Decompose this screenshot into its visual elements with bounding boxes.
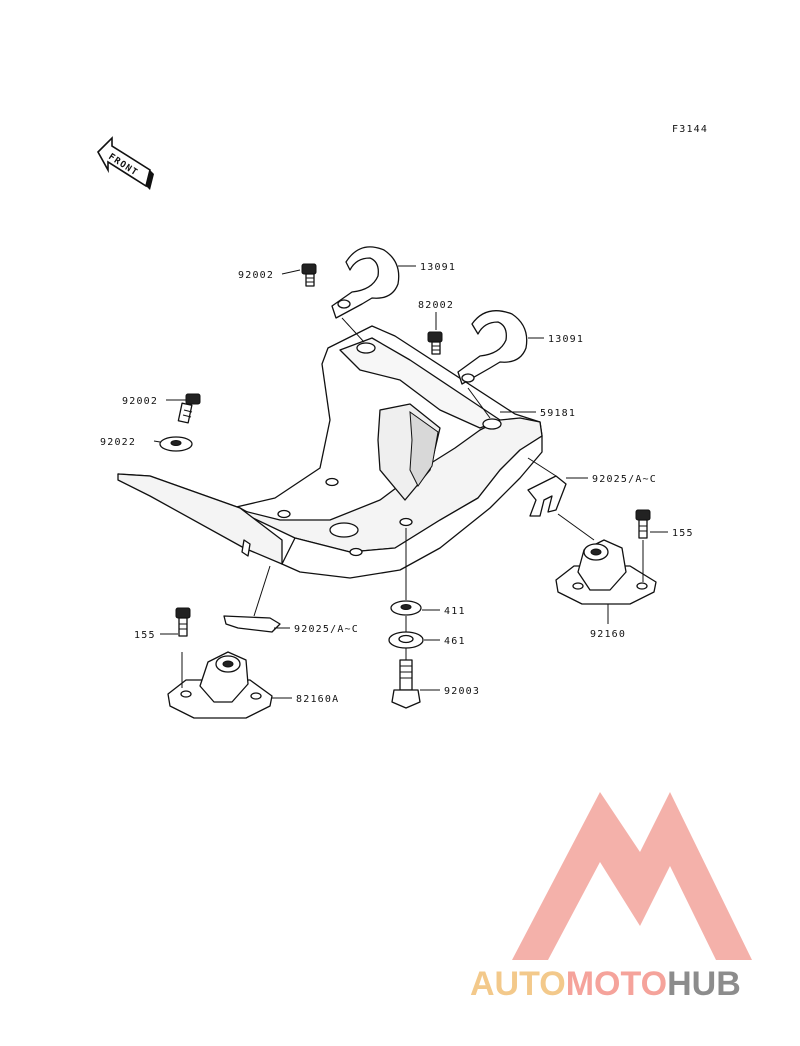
front-arrow-icon: FRONT: [97, 136, 154, 190]
figure-code: F3144: [672, 124, 708, 135]
bolt-92003: [391, 659, 421, 709]
label-bolt-155-left: 155: [134, 630, 156, 641]
mount-92160-right: [555, 539, 657, 605]
collar-411: [390, 600, 422, 616]
watermark-auto: AUTO: [470, 965, 566, 1003]
label-bolt-92002-left: 92002: [122, 396, 158, 407]
label-clamp-13091-left: 13091: [420, 262, 456, 273]
bolt-82002-clamp: [427, 331, 443, 355]
label-bolt-92002-clamp: 92002: [238, 270, 274, 281]
watermark-hub: HUB: [667, 965, 741, 1003]
part-labels: 13091 92002 82002 13091 59181 92002 9202…: [100, 262, 694, 705]
washer-461: [388, 631, 424, 649]
label-mount-92160-right: 92160: [590, 629, 626, 640]
clamp-13091-left: [331, 246, 400, 319]
label-bolt-92003: 92003: [444, 686, 480, 697]
clamp-13091-right: [457, 310, 528, 385]
label-bolt-82002-clamp: 82002: [418, 300, 454, 311]
label-washer-92022: 92022: [100, 437, 136, 448]
label-washer-461: 461: [444, 636, 466, 647]
watermark-logo-icon: [512, 792, 752, 960]
label-clip-92025-left: 92025/A~C: [294, 624, 359, 635]
bolt-92002-clamp: [301, 263, 317, 287]
svg-text:AUTOMOTOHUB: AUTOMOTOHUB: [470, 965, 741, 1003]
bolt-92002-left: [177, 393, 201, 424]
bracket-59181: [117, 325, 543, 579]
label-mount-82160a-left: 82160A: [296, 694, 339, 705]
bolt-155-right: [635, 509, 651, 539]
clip-92025-right: [527, 475, 567, 517]
label-bolt-155-right: 155: [672, 528, 694, 539]
label-bracket-59181: 59181: [540, 408, 576, 419]
bolt-155-left: [175, 607, 191, 637]
leader-lines: [153, 265, 668, 699]
label-collar-411: 411: [444, 606, 466, 617]
label-clamp-13091-right: 13091: [548, 334, 584, 345]
mount-82160a-left: [167, 651, 273, 719]
clip-92025-left: [223, 615, 281, 633]
watermark-moto: MOTO: [566, 965, 667, 1003]
label-clip-92025-right: 92025/A~C: [592, 474, 657, 485]
watermark-text: AUTOMOTOHUB: [470, 965, 741, 1003]
washer-92022: [159, 436, 193, 452]
